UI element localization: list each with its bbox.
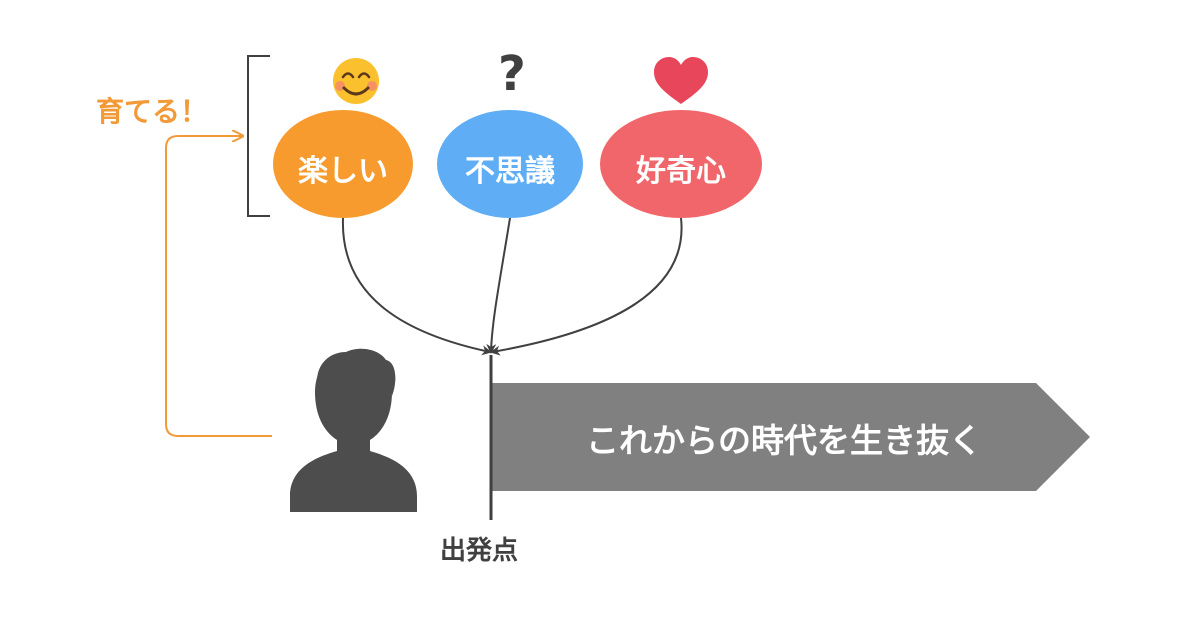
ellipse-fun: [273, 110, 413, 218]
future-arrow-label: これからの時代を生き抜く: [586, 421, 982, 460]
question-mark-icon: ?: [498, 46, 526, 102]
grow-label: 育てる！: [96, 95, 209, 128]
bracket: [247, 55, 270, 217]
ellipse-label-fun: 楽しい: [298, 154, 388, 189]
feedback-arrow: [165, 136, 272, 437]
ellipse-wonder: [437, 110, 583, 218]
heart-icon: [654, 57, 708, 104]
curve-fun: [341, 217, 492, 356]
future-arrow: [492, 383, 1090, 491]
smiley-face-icon: [333, 58, 379, 104]
curve-wonder: [486, 217, 511, 354]
start-point-label: 出発点: [440, 536, 519, 566]
ellipse-label-wonder: 不思議: [465, 154, 555, 189]
ellipse-curiosity: [600, 110, 762, 218]
curve-curiosity: [490, 217, 683, 356]
person-icon: [290, 348, 417, 512]
ellipse-label-curiosity: 好奇心: [636, 154, 726, 189]
